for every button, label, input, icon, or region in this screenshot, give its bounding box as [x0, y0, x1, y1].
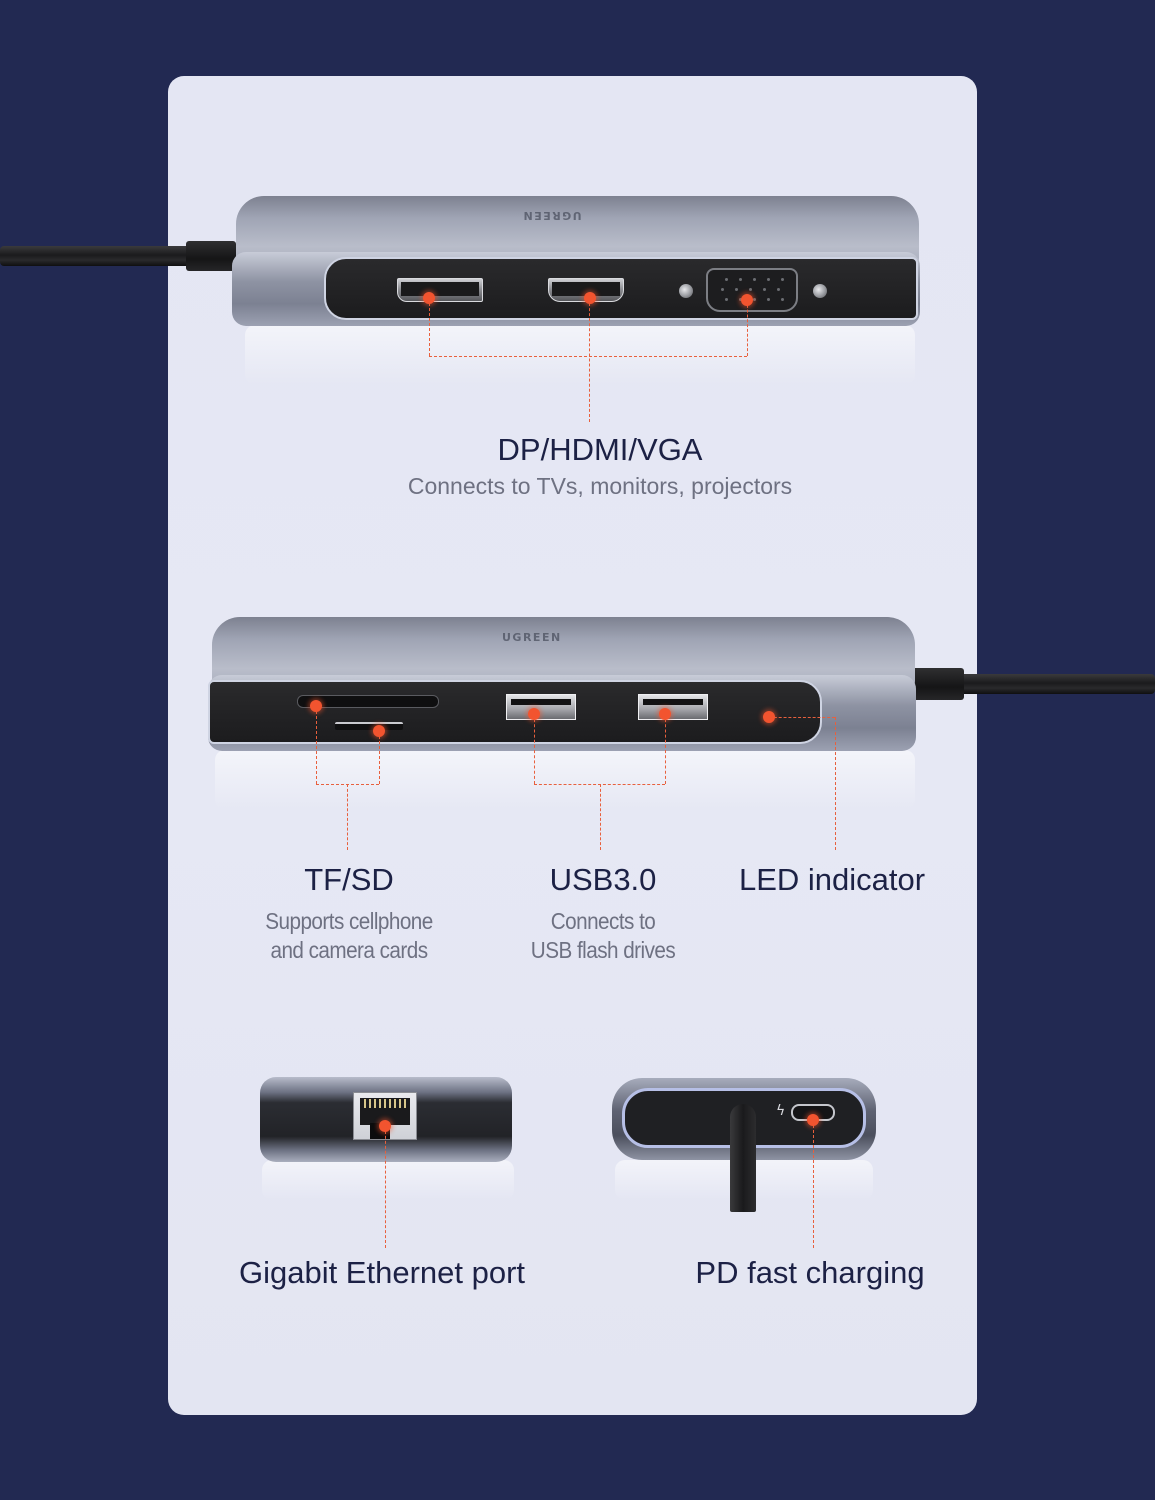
hub-reflection: [215, 750, 915, 810]
usb-a-port-2: [638, 694, 708, 720]
vga-screw-left: [679, 284, 693, 298]
sd-card-slot: [297, 695, 439, 708]
feature-title-card-reader: TF/SD: [304, 862, 394, 897]
usb-c-cable: [0, 246, 200, 266]
vga-port: [706, 268, 798, 312]
callout-dot-pd: [807, 1114, 819, 1126]
callout-dot-hdmi: [584, 292, 596, 304]
callout-dot-ethernet: [379, 1120, 391, 1132]
usb-c-cable: [955, 674, 1155, 694]
callout-dot-usb-2: [659, 708, 671, 720]
usb-c-cable: [730, 1104, 756, 1212]
hub-reflection: [262, 1160, 514, 1200]
callout-dot-tf: [373, 725, 385, 737]
usb-a-port-1: [506, 694, 576, 720]
ugreen-logo: UGREEN: [502, 631, 562, 644]
cable-plug: [912, 668, 964, 700]
callout-dot-sd: [310, 700, 322, 712]
feature-subtitle-usb-line1: Connects to: [550, 908, 656, 934]
feature-subtitle-usb-line2: USB flash drives: [530, 937, 676, 963]
tf-card-slot: [335, 722, 403, 730]
feature-title-pd: PD fast charging: [695, 1255, 925, 1290]
cable-plug: [186, 241, 236, 271]
ugreen-logo: UGREEN: [522, 209, 582, 222]
feature-subtitle-card-reader-line1: Supports cellphone: [265, 908, 433, 934]
hub-reflection: [245, 325, 915, 385]
feature-subtitle-video: Connects to TVs, monitors, projectors: [407, 473, 793, 499]
feature-title-ethernet: Gigabit Ethernet port: [238, 1255, 526, 1290]
displayport-port: [397, 278, 483, 302]
callout-dot-vga: [741, 294, 753, 306]
callout-dot-usb-1: [528, 708, 540, 720]
feature-title-usb: USB3.0: [549, 862, 657, 897]
feature-subtitle-card-reader-line2: and camera cards: [270, 937, 428, 963]
callout-dot-led: [763, 711, 775, 723]
feature-title-led: LED indicator: [738, 862, 926, 897]
vga-screw-right: [813, 284, 827, 298]
callout-dot-dp: [423, 292, 435, 304]
feature-title-video: DP/HDMI/VGA: [497, 432, 703, 467]
lightning-bolt-icon: ϟ: [776, 1103, 786, 1119]
